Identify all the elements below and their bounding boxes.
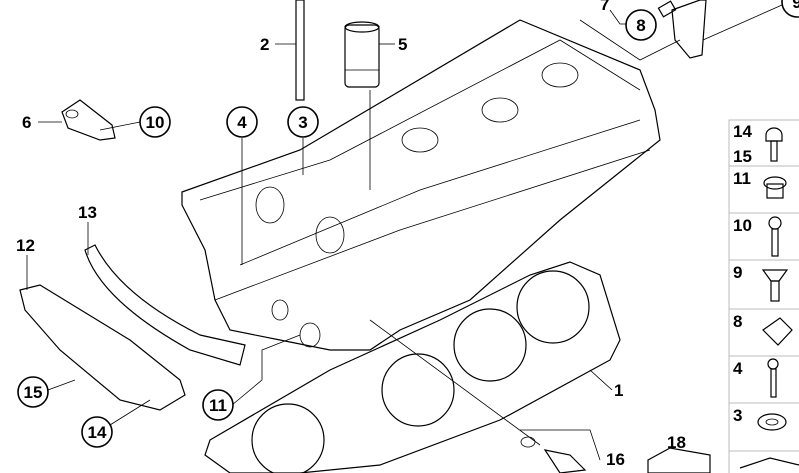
screw-icon [768,216,782,257]
part-18-box [647,447,711,473]
callout-9: 9 [781,0,799,18]
plug-icon [763,176,787,199]
label-2: 2 [260,35,269,54]
legend-label-8: 8 [733,312,742,331]
label-7: 7 [600,0,609,14]
block-icon [739,457,799,469]
svg-text:15: 15 [24,383,43,402]
svg-text:11: 11 [209,396,227,415]
parts-legend-column: 14 15 11 10 9 8 4 3 [728,119,799,473]
screw-icon [767,358,779,398]
callout-4: 4 [226,106,258,138]
clip-nut-icon [762,317,793,346]
label-1: 1 [614,381,623,400]
svg-text:4: 4 [237,113,247,132]
svg-text:9: 9 [792,0,799,12]
stud-part [295,0,305,101]
svg-text:14: 14 [88,423,107,442]
callout-3: 3 [287,106,319,138]
legend-label-14: 14 [733,122,752,141]
label-6: 6 [22,113,31,132]
legend-label-4: 4 [733,359,743,378]
label-18: 18 [667,433,686,452]
gasket-13 [84,244,246,366]
legend-label-15: 15 [733,147,752,166]
callout-8: 8 [625,9,657,41]
label-12: 12 [16,236,35,255]
label-13: 13 [78,203,97,222]
callout-11: 11 [202,389,234,421]
bracket-part [61,99,116,141]
bracket-9 [671,0,707,59]
legend-label-9: 9 [733,263,742,282]
callout-15: 15 [17,376,49,408]
bolt-icon [765,127,783,162]
sleeve-part [344,21,380,88]
label-16: 16 [606,450,625,469]
svg-text:8: 8 [636,16,645,35]
sensor-part [543,449,587,473]
legend-label-3: 3 [733,406,742,425]
legend-label-10: 10 [733,216,752,235]
svg-text:10: 10 [146,113,165,132]
cover-12 [19,284,186,411]
legend-label-11: 11 [733,169,751,188]
label-5: 5 [398,35,407,54]
washer-icon [757,413,787,431]
callout-10: 10 [139,106,171,138]
cylinder-head [181,19,661,351]
svg-text:3: 3 [298,113,307,132]
leader-lines [26,4,783,461]
head-gasket [204,261,621,473]
callout-14: 14 [81,416,113,448]
countersunk-screw-icon [761,269,789,302]
